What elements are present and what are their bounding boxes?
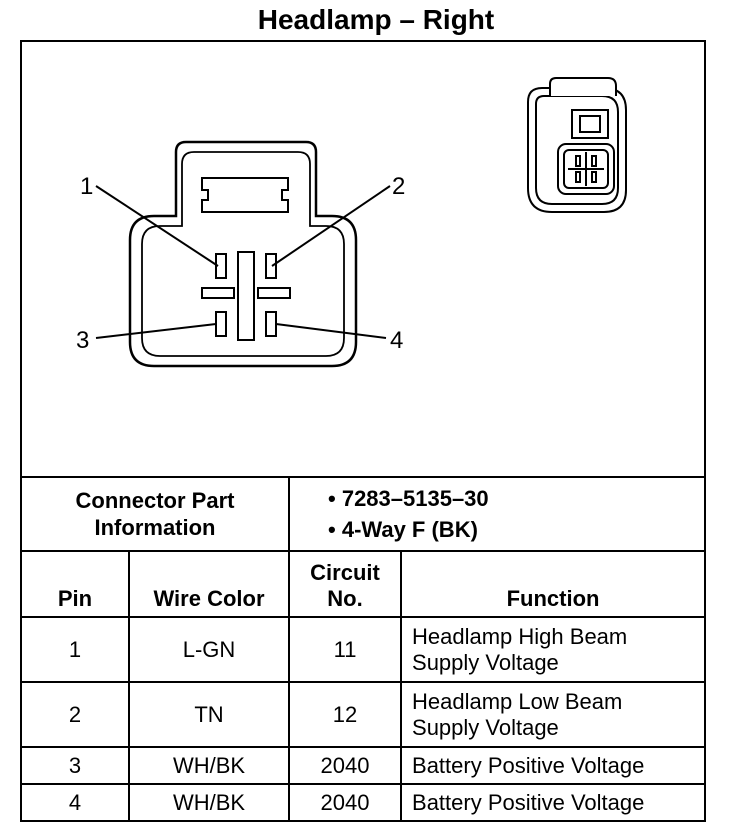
pin-callout-2: 2 [392, 173, 405, 200]
table-row: 3 WH/BK 2040 Battery Positive Voltage [20, 746, 707, 785]
header-circuit: Circuit No. [288, 550, 403, 618]
header-function: Function [400, 550, 707, 618]
connector-isometric-view [527, 77, 627, 213]
page-title: Headlamp – Right [257, 4, 495, 35]
header-pin: Pin [20, 550, 130, 618]
function-cell: Headlamp High Beam Supply Voltage [400, 616, 707, 683]
function-cell: Headlamp Low Beam Supply Voltage [400, 681, 707, 748]
circuit-cell: 12 [288, 681, 403, 748]
pin-callout-4: 4 [390, 327, 403, 354]
pin-callout-1: 1 [80, 173, 93, 200]
table-header-row: Pin Wire Color Circuit No. Function [20, 550, 707, 618]
pin-cell: 3 [20, 746, 130, 785]
wire-color-cell: WH/BK [127, 783, 291, 822]
function-cell: Battery Positive Voltage [400, 783, 707, 822]
pin-callout-3: 3 [76, 327, 89, 354]
diagram-frame [20, 40, 706, 478]
wire-color-cell: TN [127, 681, 291, 748]
connector-part-info-values: • 7283–5135–30 • 4-Way F (BK) [288, 476, 707, 552]
pin-cell: 2 [20, 681, 130, 748]
pin-leaders [95, 185, 391, 339]
connector-table: Connector Part Information • 7283–5135–3… [19, 476, 707, 822]
header-wire-color: Wire Color [127, 550, 291, 618]
table-row: 4 WH/BK 2040 Battery Positive Voltage [20, 783, 707, 822]
circuit-cell: 11 [288, 616, 403, 683]
pin-cell: 4 [20, 783, 130, 822]
circuit-cell: 2040 [288, 746, 403, 785]
connector-face [128, 140, 358, 368]
table-row: 2 TN 12 Headlamp Low Beam Supply Voltage [20, 681, 707, 748]
function-cell: Battery Positive Voltage [400, 746, 707, 785]
connector-diagram: 1 2 3 4 [76, 77, 627, 368]
wire-color-cell: WH/BK [127, 746, 291, 785]
connector-description: • 4-Way F (BK) [328, 517, 478, 542]
circuit-cell: 2040 [288, 783, 403, 822]
wire-color-cell: L-GN [127, 616, 291, 683]
connector-info-row: Connector Part Information • 7283–5135–3… [19, 476, 707, 552]
connector-part-info-label: Connector Part Information [19, 476, 291, 552]
pin-cell: 1 [20, 616, 130, 683]
table-row: 1 L-GN 11 Headlamp High Beam Supply Volt… [20, 616, 707, 683]
part-number: • 7283–5135–30 [328, 486, 489, 511]
